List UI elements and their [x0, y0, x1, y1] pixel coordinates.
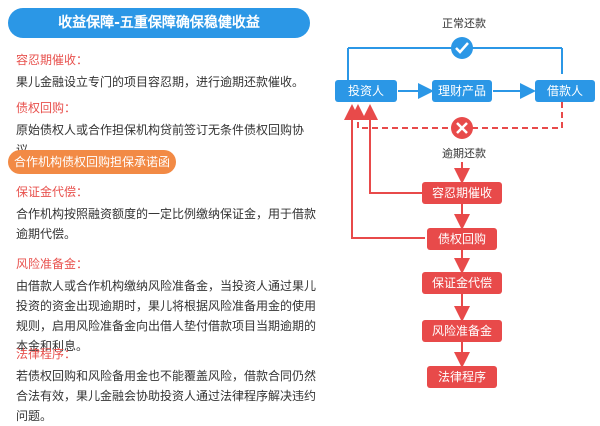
step-tolerance-collection: 容忍期催收: [422, 182, 502, 204]
section-body: 由借款人或合作机构缴纳风险准备金，当投资人通过果儿投资的资金出现逾期时，果儿将根…: [16, 279, 317, 353]
section-body: 合作机构按照融资额度的一定比例缴纳保证金，用于借款逾期代偿。: [16, 207, 317, 241]
section-risk-reserve: 风险准备金： 由借款人或合作机构缴纳风险准备金，当投资人通过果儿投资的资金出现逾…: [16, 256, 316, 356]
step-deposit-compensation: 保证金代偿: [422, 272, 502, 294]
investor-box: 投资人: [335, 80, 397, 102]
borrower-box: 借款人: [535, 80, 595, 102]
section-legal-procedure: 法律程序： 若债权回购和风险备用金也不能覆盖风险，借款合同仍然合法有效，果儿金融…: [16, 346, 316, 426]
product-box: 理财产品: [432, 80, 492, 102]
section-title: 风险准备金：: [16, 257, 89, 271]
step-legal-procedure: 法律程序: [427, 366, 497, 388]
step-risk-reserve: 风险准备金: [422, 320, 502, 342]
overdue-repayment-label: 逾期还款: [442, 147, 486, 160]
normal-repayment-label: 正常还款: [442, 17, 486, 30]
step-debt-repurchase: 债权回购: [427, 228, 497, 250]
section-tolerance-collection: 容忍期催收： 果儿金融设立专门的项目容忍期，进行逾期还款催收。: [16, 52, 316, 92]
feedback-loop-inner: [362, 104, 425, 194]
section-title: 容忍期催收：: [16, 53, 89, 67]
section-body: 果儿金融设立专门的项目容忍期，进行逾期还款催收。: [16, 75, 305, 89]
section-deposit-compensation: 保证金代偿： 合作机构按照融资额度的一定比例缴纳保证金，用于借款逾期代偿。: [16, 184, 316, 244]
repayment-flow-diagram: 正常还款 逾期还款 投资人 理财产品 借款人 容忍期催收 债权回购 保证金代偿 …: [330, 0, 600, 415]
section-title: 保证金代偿：: [16, 185, 89, 199]
cross-mark: [456, 122, 468, 134]
section-title: 债权回购：: [16, 101, 77, 115]
section-title: 法律程序：: [16, 347, 77, 361]
guarantee-letter-badge: 合作机构债权回购担保承诺函: [8, 150, 176, 174]
overdue-dashed-line: [358, 102, 563, 129]
section-body: 若债权回购和风险备用金也不能覆盖风险，借款合同仍然合法有效，果儿金融会协助投资人…: [16, 369, 317, 423]
feedback-loop-outer: [344, 104, 425, 239]
flow-connectors: [344, 37, 563, 368]
check-mark: [455, 42, 469, 54]
page-title: 收益保障-五重保障确保稳健收益: [8, 8, 310, 38]
